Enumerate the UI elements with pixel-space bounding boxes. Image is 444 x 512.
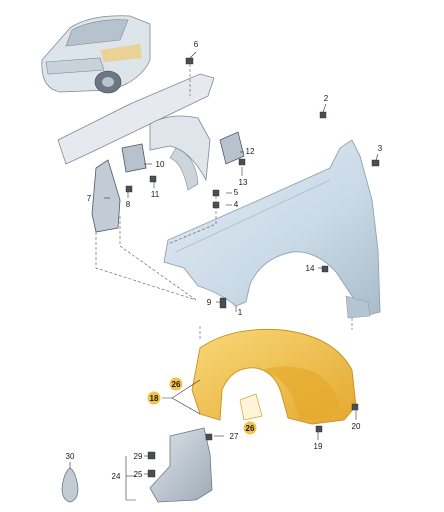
bracket-10: [121, 143, 147, 173]
callout-7: 7: [87, 194, 92, 203]
callout-13: 13: [239, 178, 248, 187]
callout-20: 20: [352, 422, 361, 431]
a-pillar-bracket: [91, 159, 121, 233]
callout-2: 2: [324, 94, 329, 103]
leader-lines: [69, 51, 379, 501]
callout-30: 30: [66, 452, 75, 461]
callout-3: 3: [378, 144, 383, 153]
callout-12: 12: [246, 147, 255, 156]
callout-6: 6: [194, 40, 199, 49]
callout-19: 19: [314, 442, 323, 451]
callout-11: 11: [151, 190, 160, 199]
callout-4: 4: [234, 200, 239, 209]
callout-labels: 1 2 3 4 5 6 7 8 9 10 11 12 13 14 18 19 2…: [66, 40, 383, 481]
callout-26-upper: 26: [172, 380, 181, 389]
callout-14: 14: [306, 264, 315, 273]
bracket-12: [219, 131, 245, 165]
callout-1: 1: [238, 308, 243, 317]
callout-9: 9: [207, 298, 212, 307]
lower-guard: [149, 427, 213, 503]
grommet-30: [61, 467, 79, 503]
callout-10: 10: [156, 160, 165, 169]
callout-24: 24: [112, 472, 121, 481]
wheel-housing-liner: [191, 328, 357, 425]
body-frame: [57, 73, 215, 191]
callout-27: 27: [230, 432, 239, 441]
highlight-badges: [147, 377, 257, 435]
assembly-lines: [95, 64, 353, 340]
callout-26-lower: 26: [246, 424, 255, 433]
highlighted-area: [100, 44, 142, 62]
car-thumbnail: [41, 15, 151, 94]
callout-18: 18: [150, 394, 159, 403]
callout-25: 25: [134, 470, 143, 479]
fender: [163, 139, 381, 319]
callout-5: 5: [234, 188, 239, 197]
callout-8: 8: [126, 200, 131, 209]
callout-29: 29: [134, 452, 143, 461]
